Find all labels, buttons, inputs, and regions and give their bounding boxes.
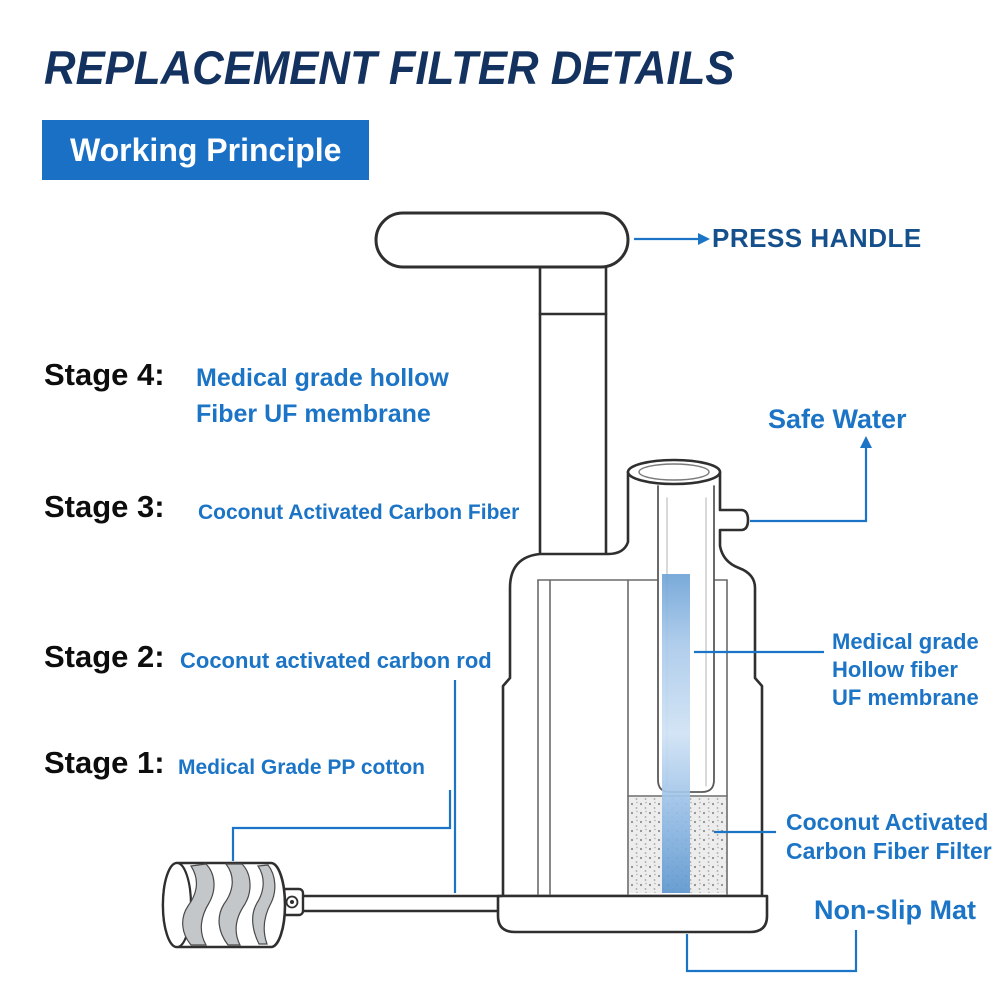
carbon-filter-label-line2: Carbon Fiber Filter bbox=[786, 838, 992, 864]
stage3-desc: Coconut Activated Carbon Fiber bbox=[198, 501, 520, 524]
uf-membrane-label-line2: Hollow fiber bbox=[832, 657, 958, 682]
leader-lines bbox=[231, 233, 872, 973]
stage2-desc: Coconut activated carbon rod bbox=[180, 648, 492, 673]
page-title: REPLACEMENT FILTER DETAILS bbox=[44, 41, 735, 94]
uf-membrane-label-line1: Medical grade bbox=[832, 629, 979, 654]
stage4-label: Stage 4: bbox=[44, 357, 165, 392]
blue-water-strip bbox=[662, 574, 690, 893]
safe-water-label: Safe Water bbox=[768, 404, 907, 434]
stage4-desc-line1: Medical grade hollow bbox=[196, 364, 449, 392]
pump-shaft bbox=[538, 265, 608, 556]
uf-membrane-label-line3: UF membrane bbox=[832, 685, 979, 710]
pre-filter bbox=[161, 861, 287, 949]
non-slip-mat-label: Non-slip Mat bbox=[814, 895, 976, 925]
stage1-label: Stage 1: bbox=[44, 745, 165, 780]
stage1-leader bbox=[231, 790, 452, 861]
press-handle-label: PRESS HANDLE bbox=[712, 223, 922, 253]
stage3-label: Stage 3: bbox=[44, 489, 165, 524]
safe-water-arrow-icon bbox=[860, 436, 872, 448]
press-handle-shape bbox=[374, 211, 630, 269]
filter-body bbox=[496, 458, 769, 934]
carbon-filter-label-line1: Coconut Activated bbox=[786, 809, 989, 835]
inlet-hose bbox=[279, 887, 504, 917]
pre-filter-pattern bbox=[182, 863, 276, 946]
stage1-desc: Medical Grade PP cotton bbox=[178, 756, 426, 779]
stage4-desc-line2: Fiber UF membrane bbox=[196, 400, 431, 428]
working-principle-badge: Working Principle bbox=[42, 120, 370, 180]
safe-water-leader bbox=[750, 446, 868, 523]
non-slip-mat-leader bbox=[685, 930, 858, 973]
base-mat-shape bbox=[496, 894, 769, 934]
stage2-label: Stage 2: bbox=[44, 639, 165, 674]
press-handle-arrow-icon bbox=[698, 233, 710, 245]
